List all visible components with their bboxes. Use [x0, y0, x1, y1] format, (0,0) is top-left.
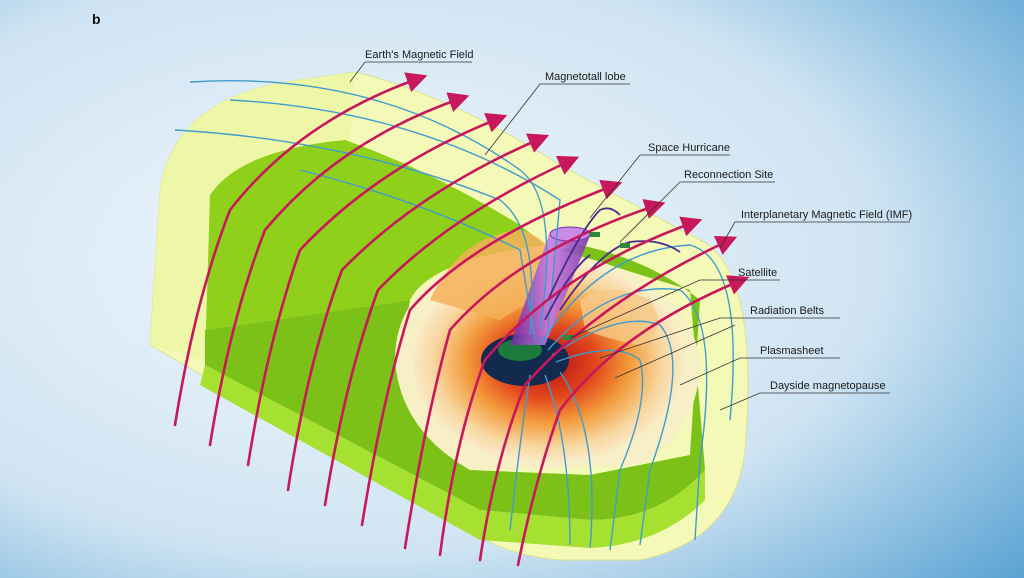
label-earth-magnetic-field: Earth's Magnetic Field — [365, 49, 473, 61]
label-space-hurricane: Space Hurricane — [648, 142, 730, 154]
label-radiation-belts: Radiation Belts — [750, 305, 824, 317]
panel-letter: b — [92, 11, 101, 27]
earth-field-lines — [174, 80, 734, 551]
reconnection-field-lines — [544, 207, 681, 321]
magnetotail-lobe-region — [205, 140, 545, 360]
label-dayside-magnetopause: Dayside magnetopause — [770, 380, 886, 392]
label-plasmasheet: Plasmasheet — [760, 345, 824, 357]
label-reconnection-site: Reconnection Site — [684, 169, 773, 181]
label-magnetotail-lobe: Magnetotall lobe — [545, 71, 626, 83]
label-imf: Interplanetary Magnetic Field (IMF) — [741, 209, 912, 221]
satellite-icon — [563, 232, 630, 340]
label-satellite: Satellite — [738, 267, 777, 279]
upper-belt-lobe-right — [580, 290, 658, 345]
lobe-lower — [205, 245, 705, 520]
imf-lines — [173, 72, 750, 567]
leader-lines — [349, 61, 910, 411]
lobe-bright — [200, 365, 705, 548]
